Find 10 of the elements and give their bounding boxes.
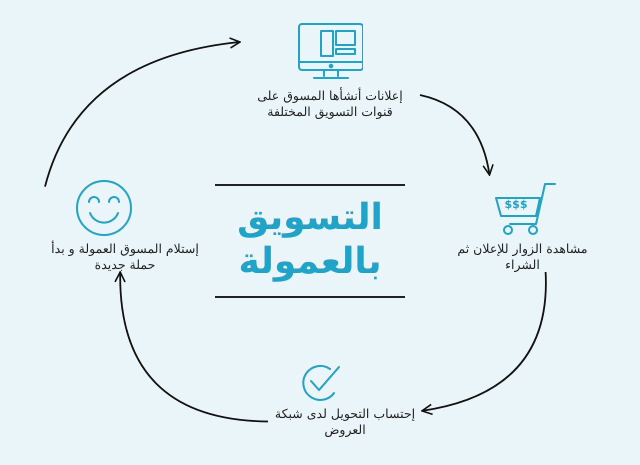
step-text: إحتساب التحويل لدى شبكة العروض — [274, 406, 416, 438]
arrow — [420, 94, 494, 176]
step-text: مشاهدة الزوار للإعلان ثم الشراء — [456, 241, 589, 273]
step-text: إستلام المسوق العمولة و بدأ حملة جديدة — [50, 241, 200, 273]
title: التسويق بالعمولة — [236, 196, 384, 284]
arrow — [44, 38, 241, 187]
step-text: إعلانات أنشأها المسوق على قنوات التسويق المختلفة — [256, 88, 404, 120]
arrow — [114, 271, 268, 422]
arrow — [421, 272, 547, 415]
price-label: $$$ — [504, 198, 528, 211]
